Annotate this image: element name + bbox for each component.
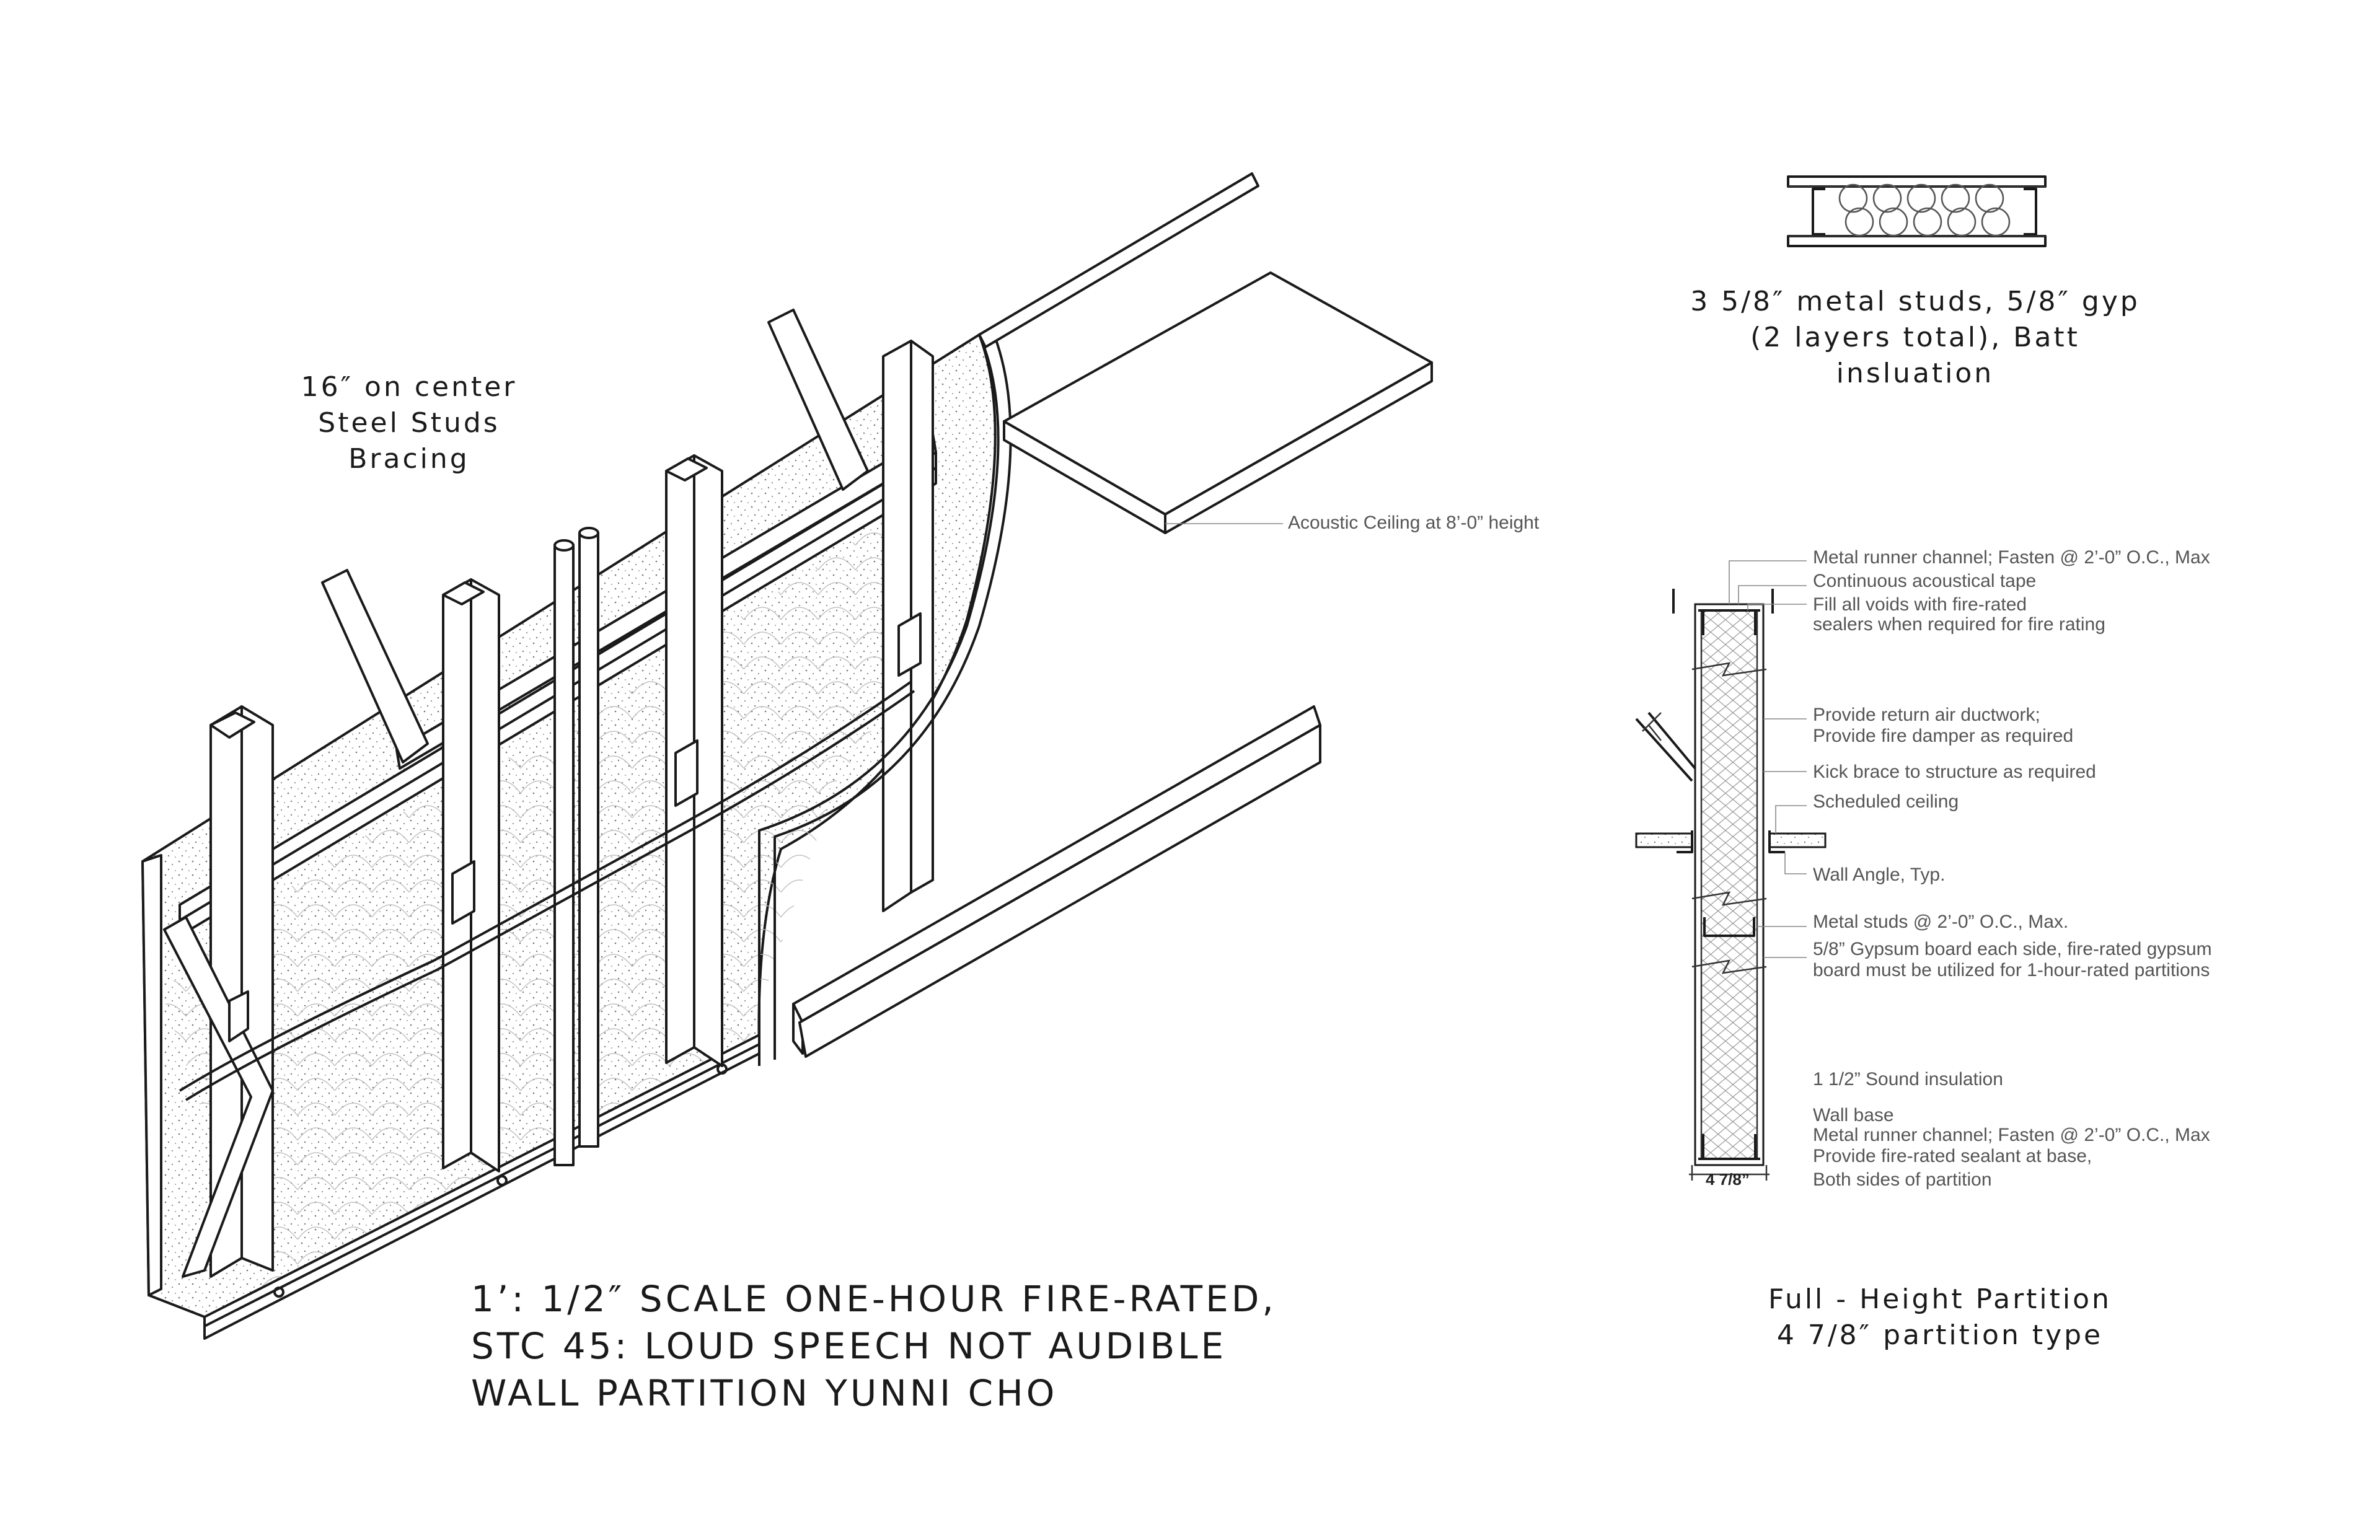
section-title-line2: 4 7/8″ partition type xyxy=(1776,1319,2104,1351)
callout-kick-brace: Kick brace to structure as required xyxy=(1813,762,2096,782)
bracing-label: 16″ on center Steel Studs Bracing xyxy=(260,369,558,477)
callout-scheduled-ceiling: Scheduled ceiling xyxy=(1813,791,1959,812)
drywall-edge-curve xyxy=(758,334,1000,1066)
callout-fill-voids: Fill all voids with fire-rated xyxy=(1813,594,2027,615)
callout-gypsum: 5/8” Gypsum board each side, fire-rated … xyxy=(1813,939,2212,959)
isometric-wall-drawing xyxy=(141,172,1433,1340)
upper-soffit xyxy=(978,172,1259,348)
callout-wall-angle: Wall Angle, Typ. xyxy=(1813,865,1946,885)
x-brace xyxy=(163,916,274,1278)
callout-gypsum-2: board must be utilized for 1-hour-rated … xyxy=(1813,960,2210,980)
main-title: 1’: 1/2″ SCALE ONE-HOUR FIRE-RATED, STC … xyxy=(471,1275,1277,1417)
conduit-pipe-2 xyxy=(578,532,599,1148)
main-title-line1: 1’: 1/2″ SCALE ONE-HOUR FIRE-RATED, xyxy=(471,1278,1277,1320)
callout-acoustical-tape: Continuous acoustical tape xyxy=(1813,571,2037,591)
batt-insulation xyxy=(161,508,915,1301)
section-title: Full - Height Partition 4 7/8″ partition… xyxy=(1698,1282,2182,1353)
ceiling-callout: Acoustic Ceiling at 8’-0” height xyxy=(1288,513,1540,533)
callout-sealant: Provide fire-rated sealant at base, xyxy=(1813,1146,2092,1166)
callout-runner-top: Metal runner channel; Fasten @ 2’-0” O.C… xyxy=(1813,547,2210,568)
bracing-label-line1: 16″ on center xyxy=(301,371,518,403)
section-detail xyxy=(1635,560,1827,1181)
callout-metal-studs: Metal studs @ 2’-0” O.C., Max. xyxy=(1813,912,2069,932)
plan-detail xyxy=(1787,175,2047,247)
section-title-line1: Full - Height Partition xyxy=(1768,1283,2112,1315)
main-title-line2: STC 45: LOUD SPEECH NOT AUDIBLE xyxy=(471,1325,1227,1367)
section-dimension: 4 7/8” xyxy=(1706,1170,1750,1189)
bracing-label-line2: Steel Studs Bracing xyxy=(318,407,500,475)
plan-label-line1: 3 5/8″ metal studs, 5/8″ gyp xyxy=(1690,286,2140,317)
callout-fill-voids-2: sealers when required for fire rating xyxy=(1813,614,2105,635)
main-title-line3: WALL PARTITION YUNNI CHO xyxy=(471,1372,1058,1414)
conduit-pipe-1 xyxy=(553,544,575,1166)
kick-brace-left xyxy=(321,569,429,763)
callout-runner-bottom: Metal runner channel; Fasten @ 2’-0” O.C… xyxy=(1813,1125,2210,1145)
callout-sound-insulation: 1 1/2” Sound insulation xyxy=(1813,1069,2003,1089)
kick-brace-right xyxy=(767,309,869,491)
callout-wall-base: Wall base xyxy=(1813,1105,1894,1125)
cross-bracing-channel xyxy=(178,680,912,1092)
callout-fire-damper: Provide fire damper as required xyxy=(1813,726,2074,746)
callout-both-sides: Both sides of partition xyxy=(1813,1169,1992,1190)
plan-label-line2: (2 layers total), Batt insluation xyxy=(1750,322,2080,389)
plan-label: 3 5/8″ metal studs, 5/8″ gyp (2 layers t… xyxy=(1673,284,2157,392)
callout-return-air: Provide return air ductwork; xyxy=(1813,705,2040,725)
